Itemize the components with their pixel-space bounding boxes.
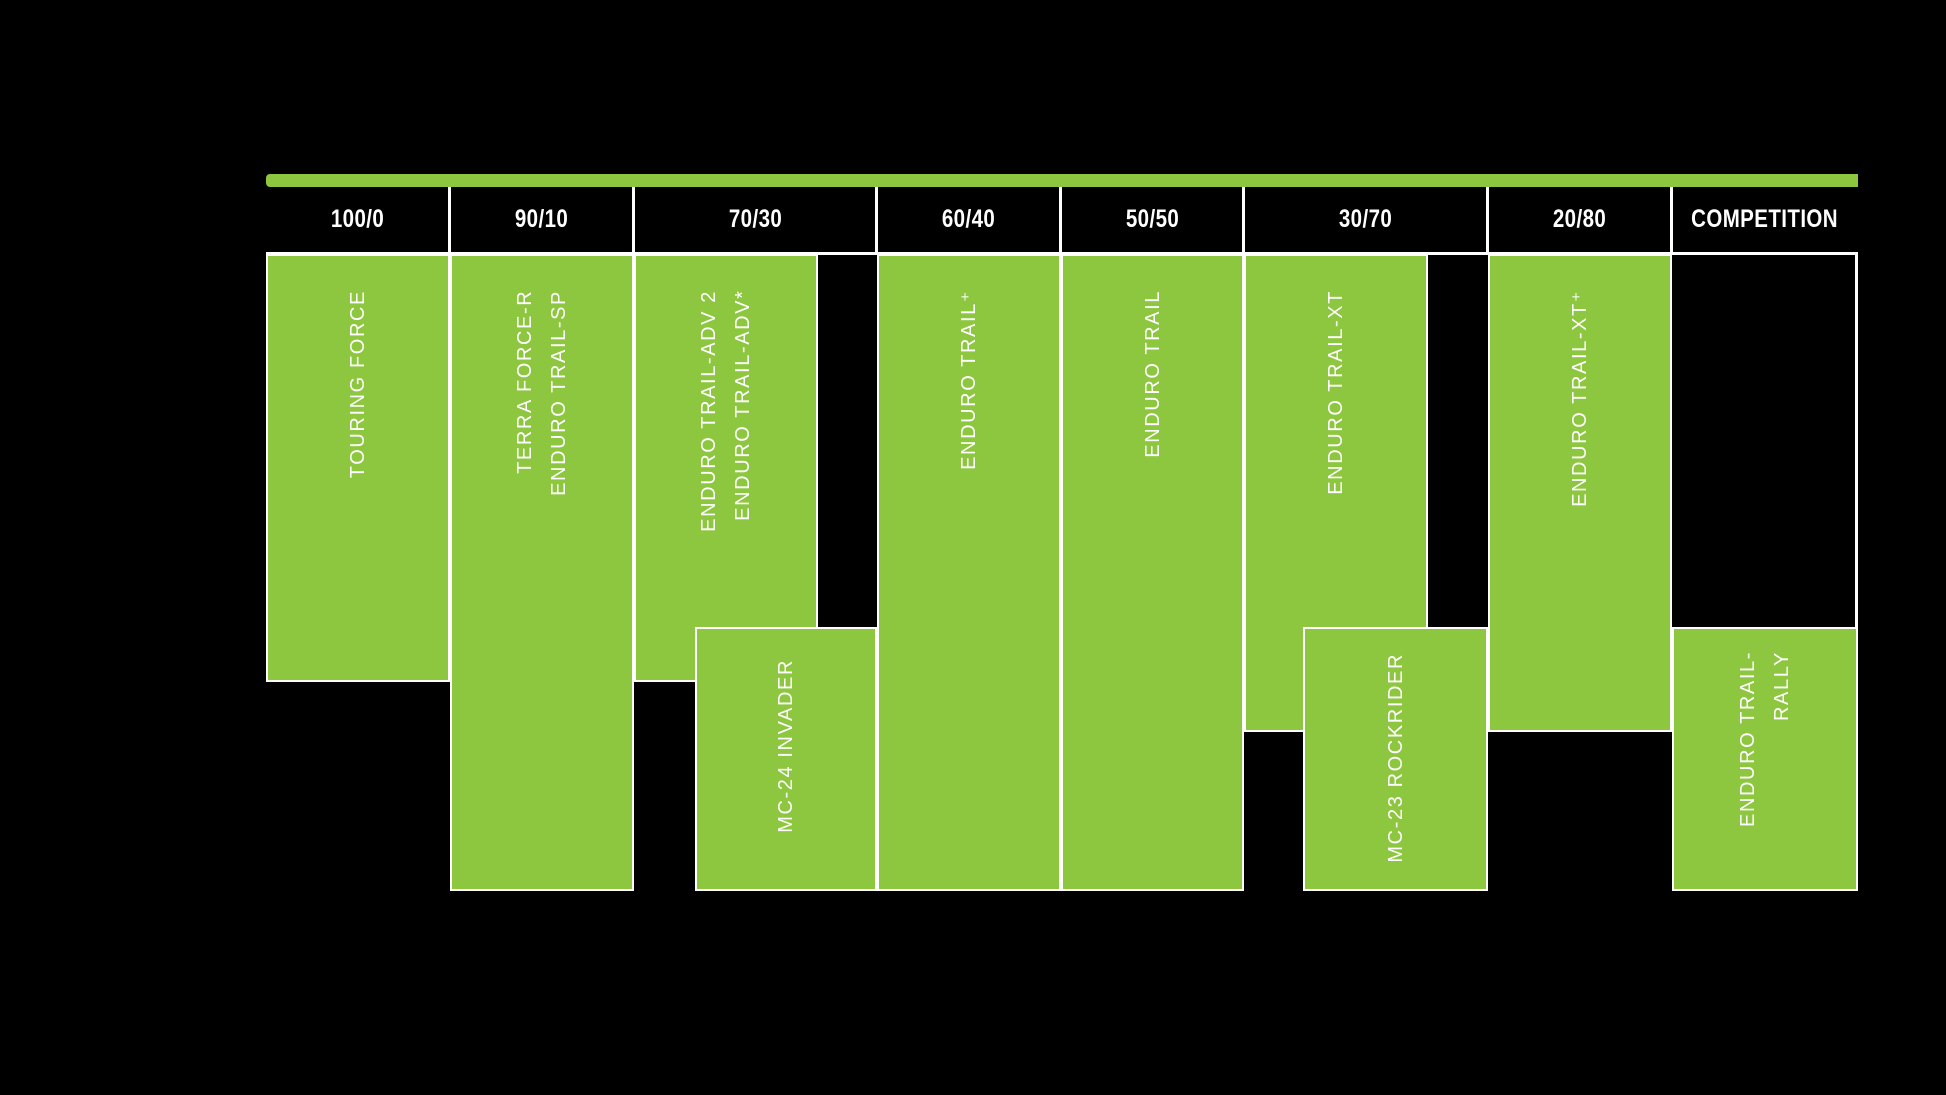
block-label: ENDURO TRAIL⁺ <box>958 290 980 470</box>
header-cell-90-10: 90/10 <box>450 187 634 252</box>
block-enduro-trail-rally: ENDURO TRAIL-RALLY <box>1672 627 1858 891</box>
block-touring-force: TOURING FORCE <box>266 254 450 682</box>
block-mc-23-rockrider: MC-23 ROCKRIDER <box>1303 627 1488 891</box>
header-cell-20-80: 20/80 <box>1488 187 1672 252</box>
block-label: ENDURO TRAIL-XT⁺ <box>1569 290 1591 507</box>
header-label: 20/80 <box>1553 205 1607 233</box>
header-bottom-rule <box>266 252 1858 255</box>
block-label: ENDURO TRAIL <box>1141 290 1164 458</box>
header-label: 60/40 <box>942 205 996 233</box>
block-label: ENDURO TRAIL-RALLY <box>1737 651 1793 828</box>
header-label: 30/70 <box>1339 205 1393 233</box>
header-cell-100-0: 100/0 <box>266 187 450 252</box>
header-cell-30-70: 30/70 <box>1244 187 1488 252</box>
block-enduro-trail-xt-plus: ENDURO TRAIL-XT⁺ <box>1488 254 1672 732</box>
header-label: 50/50 <box>1125 205 1180 233</box>
header-label: 70/30 <box>728 205 783 233</box>
header-cell-competition: COMPETITION <box>1672 187 1858 252</box>
block-mc-24-invader: MC-24 INVADER <box>695 627 877 891</box>
block-label: TOURING FORCE <box>347 290 369 479</box>
header-separator <box>1486 187 1489 252</box>
block-terra-force-r-enduro-trail-sp: TERRA FORCE-R ENDURO TRAIL-SP <box>450 254 634 891</box>
header-separator <box>1059 187 1062 252</box>
header-label: 100/0 <box>331 205 385 233</box>
block-enduro-trail-plus: ENDURO TRAIL⁺ <box>877 254 1061 891</box>
header-separator <box>632 187 635 252</box>
block-label: MC-24 INVADER <box>775 659 797 833</box>
block-enduro-trail-adv: ENDURO TRAIL-ADV 2 ENDURO TRAIL-ADV* <box>634 254 818 682</box>
block-label: ENDURO TRAIL-XT <box>1325 290 1347 495</box>
header-cell-50-50: 50/50 <box>1061 187 1244 252</box>
header-cell-70-30: 70/30 <box>634 187 877 252</box>
header-label: 90/10 <box>515 205 569 233</box>
header-separator <box>1242 187 1245 252</box>
competition-cell-right-rule <box>1855 252 1858 630</box>
header-label: COMPETITION <box>1691 205 1839 233</box>
header-cell-60-40: 60/40 <box>877 187 1061 252</box>
block-label: TERRA FORCE-R ENDURO TRAIL-SP <box>514 290 570 496</box>
block-label: ENDURO TRAIL-ADV 2 ENDURO TRAIL-ADV* <box>698 290 754 532</box>
accent-bar <box>266 174 1858 187</box>
block-enduro-trail: ENDURO TRAIL <box>1061 254 1244 891</box>
block-label: MC-23 ROCKRIDER <box>1384 653 1407 863</box>
header-separator <box>1670 187 1673 252</box>
header-separator <box>875 187 878 252</box>
header-separator <box>448 187 451 252</box>
